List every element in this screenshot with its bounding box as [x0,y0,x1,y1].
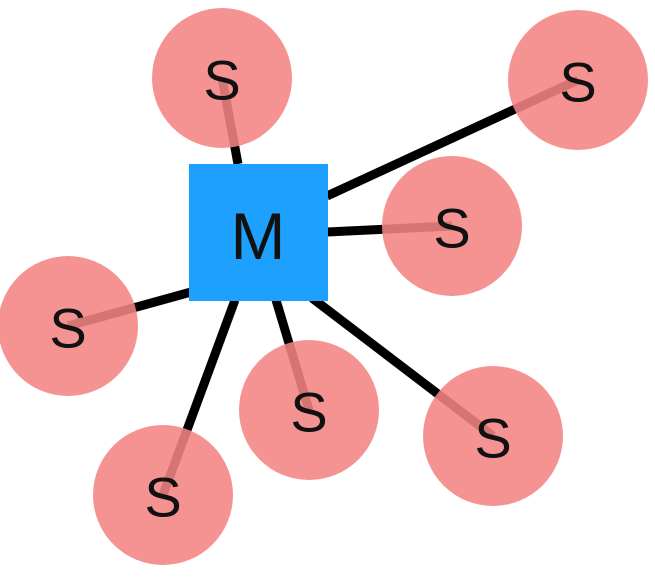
satellite-circle [152,8,292,148]
satellite-label: S [49,297,86,360]
satellite-label: S [433,197,470,260]
satellite-circle [423,366,563,506]
master-square [189,164,328,301]
satellite-node-bottom-center: S [239,340,379,480]
satellite-circle [382,156,522,296]
satellite-node-left: S [0,256,138,396]
master-node: M [189,164,328,301]
satellite-label: S [290,381,327,444]
satellite-circle [93,425,233,565]
master-label: M [231,199,286,273]
satellite-node-bottom-left: S [93,425,233,565]
satellite-circle [0,256,138,396]
satellite-circle [239,340,379,480]
satellite-label: S [559,51,596,114]
satellite-label: S [474,407,511,470]
satellite-node-top: S [152,8,292,148]
satellite-node-top-right: S [508,10,648,150]
satellite-node-right: S [382,156,522,296]
satellite-label: S [144,466,181,529]
satellite-label: S [203,49,240,112]
satellite-node-bottom-right: S [423,366,563,506]
satellite-circle [508,10,648,150]
